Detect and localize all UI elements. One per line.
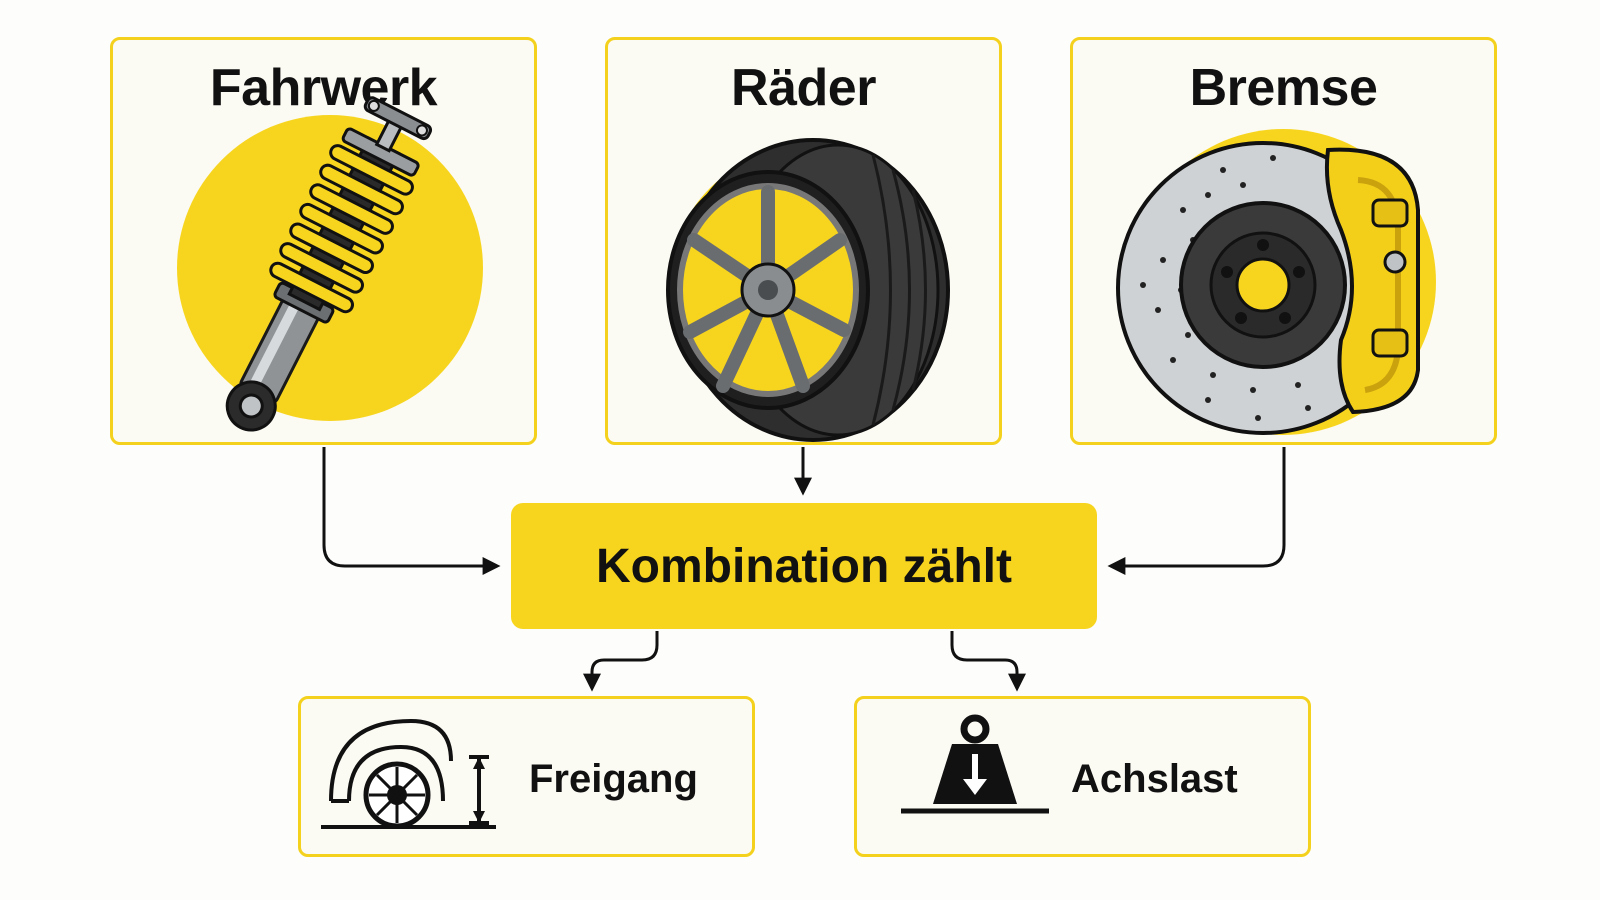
weight-icon [901, 714, 1049, 814]
card-achslast: Achslast [854, 696, 1311, 857]
shock-absorber-icon [177, 96, 483, 432]
arrow-bremse-to-center [1107, 447, 1286, 575]
arrow-center-to-achslast [950, 631, 1026, 692]
center-combination-box: Kombination zählt [511, 503, 1097, 629]
card-freigang: Freigang [298, 696, 755, 857]
card-fahrwerk: Fahrwerk [110, 37, 537, 445]
freigang-label: Freigang [529, 757, 698, 801]
achslast-label: Achslast [1071, 757, 1238, 801]
card-title-fahrwerk: Fahrwerk [209, 59, 438, 117]
wheel-clearance-icon [321, 718, 496, 829]
card-raeder: Räder [605, 37, 1002, 445]
wheel-icon [666, 138, 950, 442]
card-title-raeder: Räder [731, 59, 876, 117]
arrow-fahrwerk-to-center [322, 447, 501, 575]
brake-disc-icon [1116, 129, 1436, 435]
center-combination-label: Kombination zählt [596, 539, 1012, 593]
arrow-center-to-freigang [583, 631, 659, 692]
card-title-bremse: Bremse [1189, 59, 1378, 117]
card-bremse: Bremse [1070, 37, 1497, 445]
